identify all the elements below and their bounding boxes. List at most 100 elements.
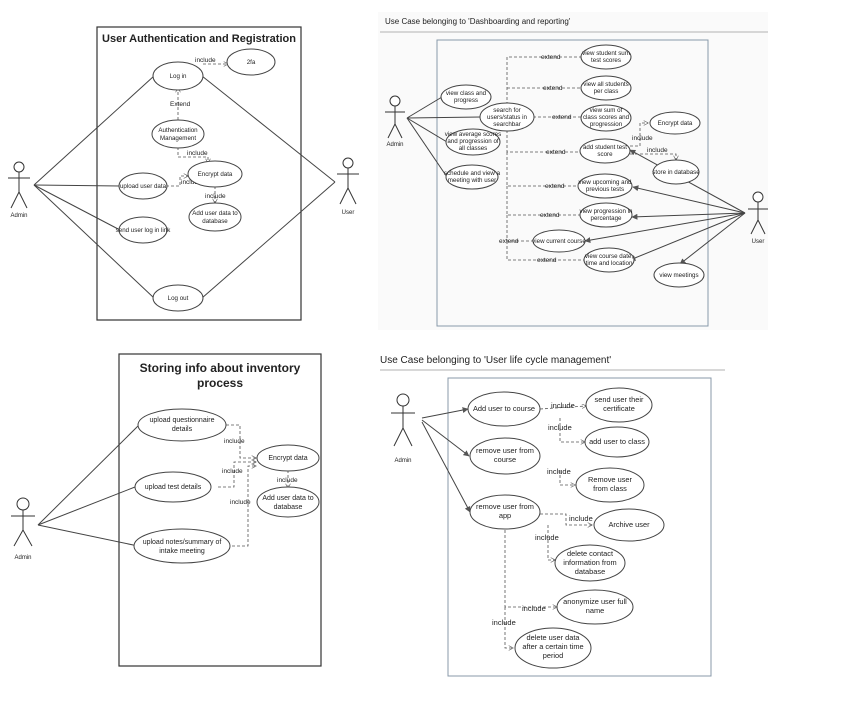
actor-user: User: [748, 191, 768, 245]
usecase-search: search for users/status in searchbar: [479, 102, 535, 132]
svg-text:extend: extend: [499, 238, 519, 245]
svg-text:extend: extend: [541, 54, 561, 61]
svg-text:view class and: view class and: [446, 90, 487, 97]
svg-text:Remove user: Remove user: [588, 475, 632, 484]
relation-label: include: [195, 57, 216, 64]
usecase-schedule-meeting: schedule and view a meeting with user: [444, 164, 501, 190]
svg-text:intake meeting: intake meeting: [159, 548, 205, 555]
usecase-send-user-log-in-link: send user log in link: [116, 216, 171, 244]
usecase-encrypt-data: Encrypt data: [256, 444, 320, 472]
svg-text:details: details: [172, 426, 193, 433]
svg-text:view student sum: view student sum: [582, 50, 630, 57]
usecase-upload-questionnaire: upload questionnaire details: [137, 408, 227, 442]
svg-text:time and location: time and location: [586, 260, 633, 267]
svg-text:include: include: [647, 147, 668, 154]
svg-text:view course date,: view course date,: [585, 253, 633, 260]
system-boundary: [436, 39, 709, 327]
usecase-view-average-scores: view average scores and progression of a…: [445, 128, 501, 156]
diagram-dashboarding-reporting: Use Case belonging to 'Dashboarding and …: [378, 12, 768, 330]
usecase-log-in: Log in: [152, 61, 204, 91]
svg-text:course: course: [494, 455, 516, 464]
usecase-view-course-date: view course date, time and location: [583, 247, 635, 273]
svg-text:upload questionnaire: upload questionnaire: [150, 417, 215, 424]
svg-text:view average scores: view average scores: [445, 131, 501, 138]
svg-text:Encrypt data: Encrypt data: [658, 120, 693, 127]
usecase-add-user-to-class: add user to class: [584, 426, 650, 458]
svg-text:Authentication: Authentication: [158, 127, 198, 134]
svg-text:extend: extend: [552, 114, 572, 121]
svg-text:percentage: percentage: [591, 215, 623, 222]
actor-admin: Admin: [385, 95, 405, 148]
svg-text:extend: extend: [537, 257, 557, 264]
svg-text:view upcoming and: view upcoming and: [579, 179, 633, 186]
diagram-title: Storing info about inventory: [140, 361, 301, 375]
svg-text:database: database: [575, 567, 605, 576]
usecase-delete-user-data: delete user data after a certain time pe…: [514, 627, 592, 669]
svg-text:view meetings: view meetings: [659, 272, 698, 279]
usecase-remove-user-from-course: remove user from course: [469, 437, 541, 475]
svg-text:search for: search for: [493, 107, 521, 114]
svg-text:Log out: Log out: [168, 295, 189, 302]
svg-text:test scores: test scores: [591, 57, 621, 64]
actor-label: Admin: [14, 555, 31, 561]
svg-text:certificate: certificate: [603, 404, 635, 413]
svg-text:include: include: [632, 135, 653, 142]
svg-text:and progression of: and progression of: [447, 138, 499, 145]
usecase-add-user-data-to-database: Add user data to database: [256, 486, 320, 518]
usecase-upload-notes: upload notes/summary of intake meeting: [133, 528, 231, 564]
actor-admin: Admin: [11, 497, 35, 561]
svg-text:previous tests: previous tests: [586, 186, 624, 193]
actor-admin: Admin: [8, 161, 30, 219]
svg-text:upload notes/summary of: upload notes/summary of: [143, 539, 222, 546]
svg-text:anonymize user full: anonymize user full: [563, 597, 627, 606]
diagram-user-lifecycle: Use Case belonging to 'User life cycle m…: [380, 355, 725, 677]
svg-text:class scores and: class scores and: [583, 114, 630, 121]
diagram-title: process: [197, 376, 243, 390]
diagram-title: Use Case belonging to 'Dashboarding and …: [385, 17, 571, 26]
svg-text:extend: extend: [545, 183, 565, 190]
svg-text:Encrypt data: Encrypt data: [198, 171, 233, 178]
relation-label: Extend: [170, 101, 191, 108]
relation-label: include: [187, 150, 208, 157]
svg-text:include: include: [224, 438, 245, 445]
usecase-view-student-sum-scores: view student sum test scores: [580, 44, 632, 70]
actor-label: Admin: [10, 213, 27, 219]
usecase-view-all-students: view all students per class: [580, 75, 632, 101]
svg-text:users/status in: users/status in: [487, 114, 527, 121]
diagram-storing-inventory: Storing info about inventory process Adm…: [11, 353, 322, 667]
svg-text:progression: progression: [590, 121, 623, 128]
usecase-delete-contact-information: delete contact information from database: [554, 544, 626, 582]
svg-text:extend: extend: [546, 149, 566, 156]
system-boundary: [447, 377, 712, 677]
svg-text:progress: progress: [454, 97, 478, 104]
actor-label: Admin: [386, 142, 403, 148]
svg-text:Add user data to: Add user data to: [262, 495, 313, 502]
usecase-view-current-course: view current course: [532, 229, 586, 253]
svg-text:include: include: [222, 468, 243, 475]
svg-text:add user to class: add user to class: [589, 437, 645, 446]
usecase-authentication-management: Authentication Management: [151, 119, 205, 149]
usecase-upload-user-data: upload user data: [118, 172, 168, 200]
svg-text:include: include: [569, 514, 593, 523]
svg-text:view all students: view all students: [583, 81, 628, 88]
usecase-log-out: Log out: [152, 284, 204, 312]
svg-text:after a certain time: after a certain time: [522, 642, 583, 651]
svg-text:include: include: [492, 618, 516, 627]
svg-text:Log in: Log in: [170, 73, 187, 80]
svg-text:include: include: [230, 499, 251, 506]
usecase-store-in-database: store in database: [652, 159, 700, 185]
svg-text:delete contact: delete contact: [567, 549, 613, 558]
svg-text:Archive user: Archive user: [608, 520, 650, 529]
usecase-send-certificate: send user their certificate: [585, 387, 653, 423]
svg-text:Management: Management: [160, 135, 196, 142]
svg-text:meeting with user: meeting with user: [448, 177, 497, 184]
usecase-2fa: 2fa: [226, 48, 276, 76]
diagram-title: Use Case belonging to 'User life cycle m…: [380, 355, 611, 366]
diagram-user-authentication: User Authentication and Registration Adm…: [8, 26, 359, 321]
svg-text:app: app: [499, 511, 511, 520]
svg-text:score: score: [597, 151, 613, 158]
svg-text:upload user data: upload user data: [120, 183, 167, 190]
usecase-view-sum-class-scores: view sum of class scores and progression: [580, 104, 632, 132]
svg-text:name: name: [586, 606, 605, 615]
